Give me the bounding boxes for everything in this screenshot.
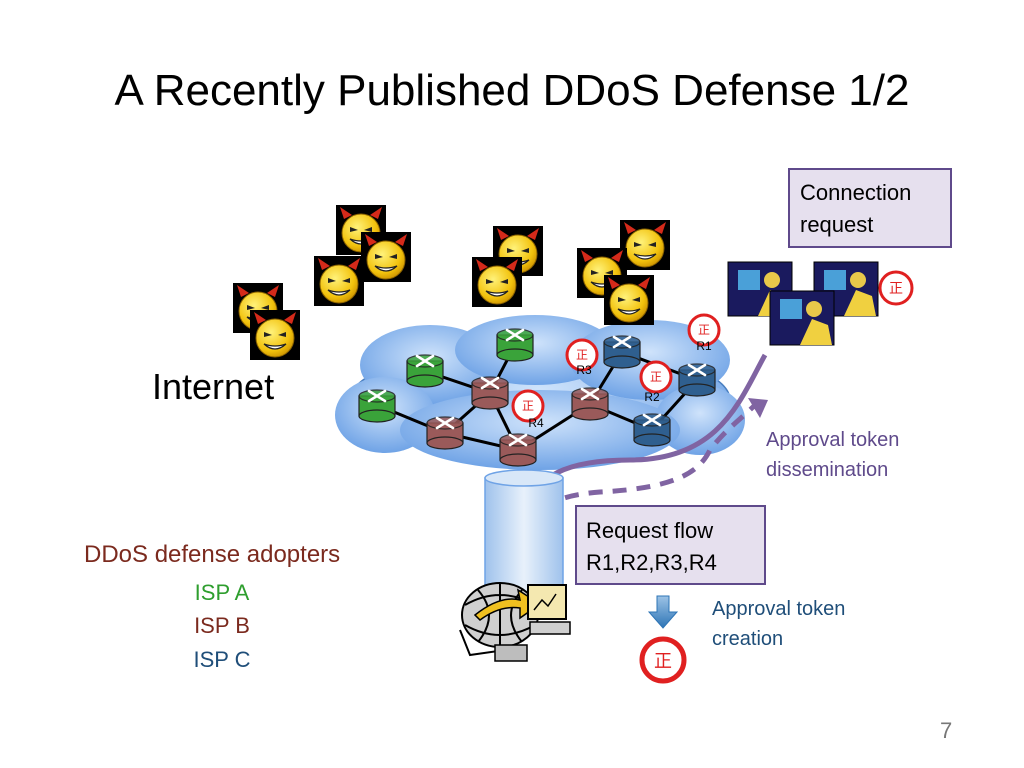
token-glyph: 正	[522, 399, 534, 413]
connection-request-line-2: request	[800, 212, 874, 237]
legend-item-isp-a: ISP A	[194, 580, 250, 605]
approval-dissemination-line-2: dissemination	[766, 459, 889, 481]
token-r2: 正 R2	[639, 360, 673, 404]
legitimate-users	[727, 261, 879, 346]
approval-creation-label: Approval token creation	[712, 594, 845, 654]
router-isp-a	[495, 327, 535, 363]
approval-creation-line-2: creation	[712, 628, 784, 650]
devil-face-icon	[604, 275, 654, 325]
router-isp-b	[498, 432, 538, 468]
token-glyph: 正	[698, 323, 710, 337]
approval-creation-line-1: Approval token	[712, 598, 846, 620]
token-r4: 正 R4	[511, 389, 545, 430]
router-isp-c	[632, 412, 672, 448]
server-globe-icon	[459, 582, 571, 662]
router-isp-a	[357, 388, 397, 424]
router-label-r2: R2	[644, 390, 660, 404]
router-label-r3: R3	[576, 363, 592, 377]
devil-face-icon	[314, 256, 364, 306]
server-pipe	[484, 469, 564, 599]
connection-request-box: Connection request	[788, 168, 952, 248]
connection-request-line-1: Connection	[800, 180, 912, 205]
devil-face-icon	[620, 220, 670, 270]
router-isp-a	[405, 353, 445, 389]
router-label-r4: R4	[528, 416, 544, 430]
request-flow-line-2: R1,R2,R3,R4	[586, 550, 717, 575]
down-arrow-icon	[647, 595, 679, 629]
svg-text:正: 正	[654, 651, 672, 671]
router-label-r1: R1	[696, 339, 712, 353]
user-token: 正	[878, 270, 914, 306]
approval-dissemination-arrowhead	[748, 398, 768, 418]
token-glyph: 正	[650, 370, 662, 384]
request-flow-box: Request flow R1,R2,R3,R4	[575, 505, 766, 585]
legend-item-isp-c: ISP C	[193, 647, 251, 672]
page-number: 7	[940, 718, 953, 743]
router-isp-b	[570, 386, 610, 422]
approval-dissemination-line-1: Approval token	[766, 429, 900, 451]
token-icon: 正	[639, 636, 687, 684]
request-flow-line-1: Request flow	[586, 518, 714, 543]
router-isp-b	[425, 415, 465, 451]
slide-title: A Recently Published DDoS Defense 1/2	[114, 66, 910, 115]
user-at-computer-icon	[813, 261, 879, 317]
internet-label: Internet	[152, 366, 275, 407]
devil-face-icon	[250, 310, 300, 360]
devil-face-icon	[361, 232, 411, 282]
user-at-computer-icon	[769, 290, 835, 346]
token-r3: 正R3	[565, 338, 599, 377]
svg-text:正: 正	[889, 280, 903, 296]
router-isp-c	[677, 362, 717, 398]
token-glyph: 正	[576, 348, 588, 362]
router-isp-c	[602, 334, 642, 370]
router-isp-b	[470, 375, 510, 411]
approval-dissemination-label: Approval token dissemination	[766, 425, 899, 485]
legend-title: DDoS defense adopters	[84, 541, 341, 568]
token-r1: 正 R1	[687, 313, 721, 353]
legend-item-isp-b: ISP B	[194, 613, 250, 638]
devil-face-icon	[472, 257, 522, 307]
